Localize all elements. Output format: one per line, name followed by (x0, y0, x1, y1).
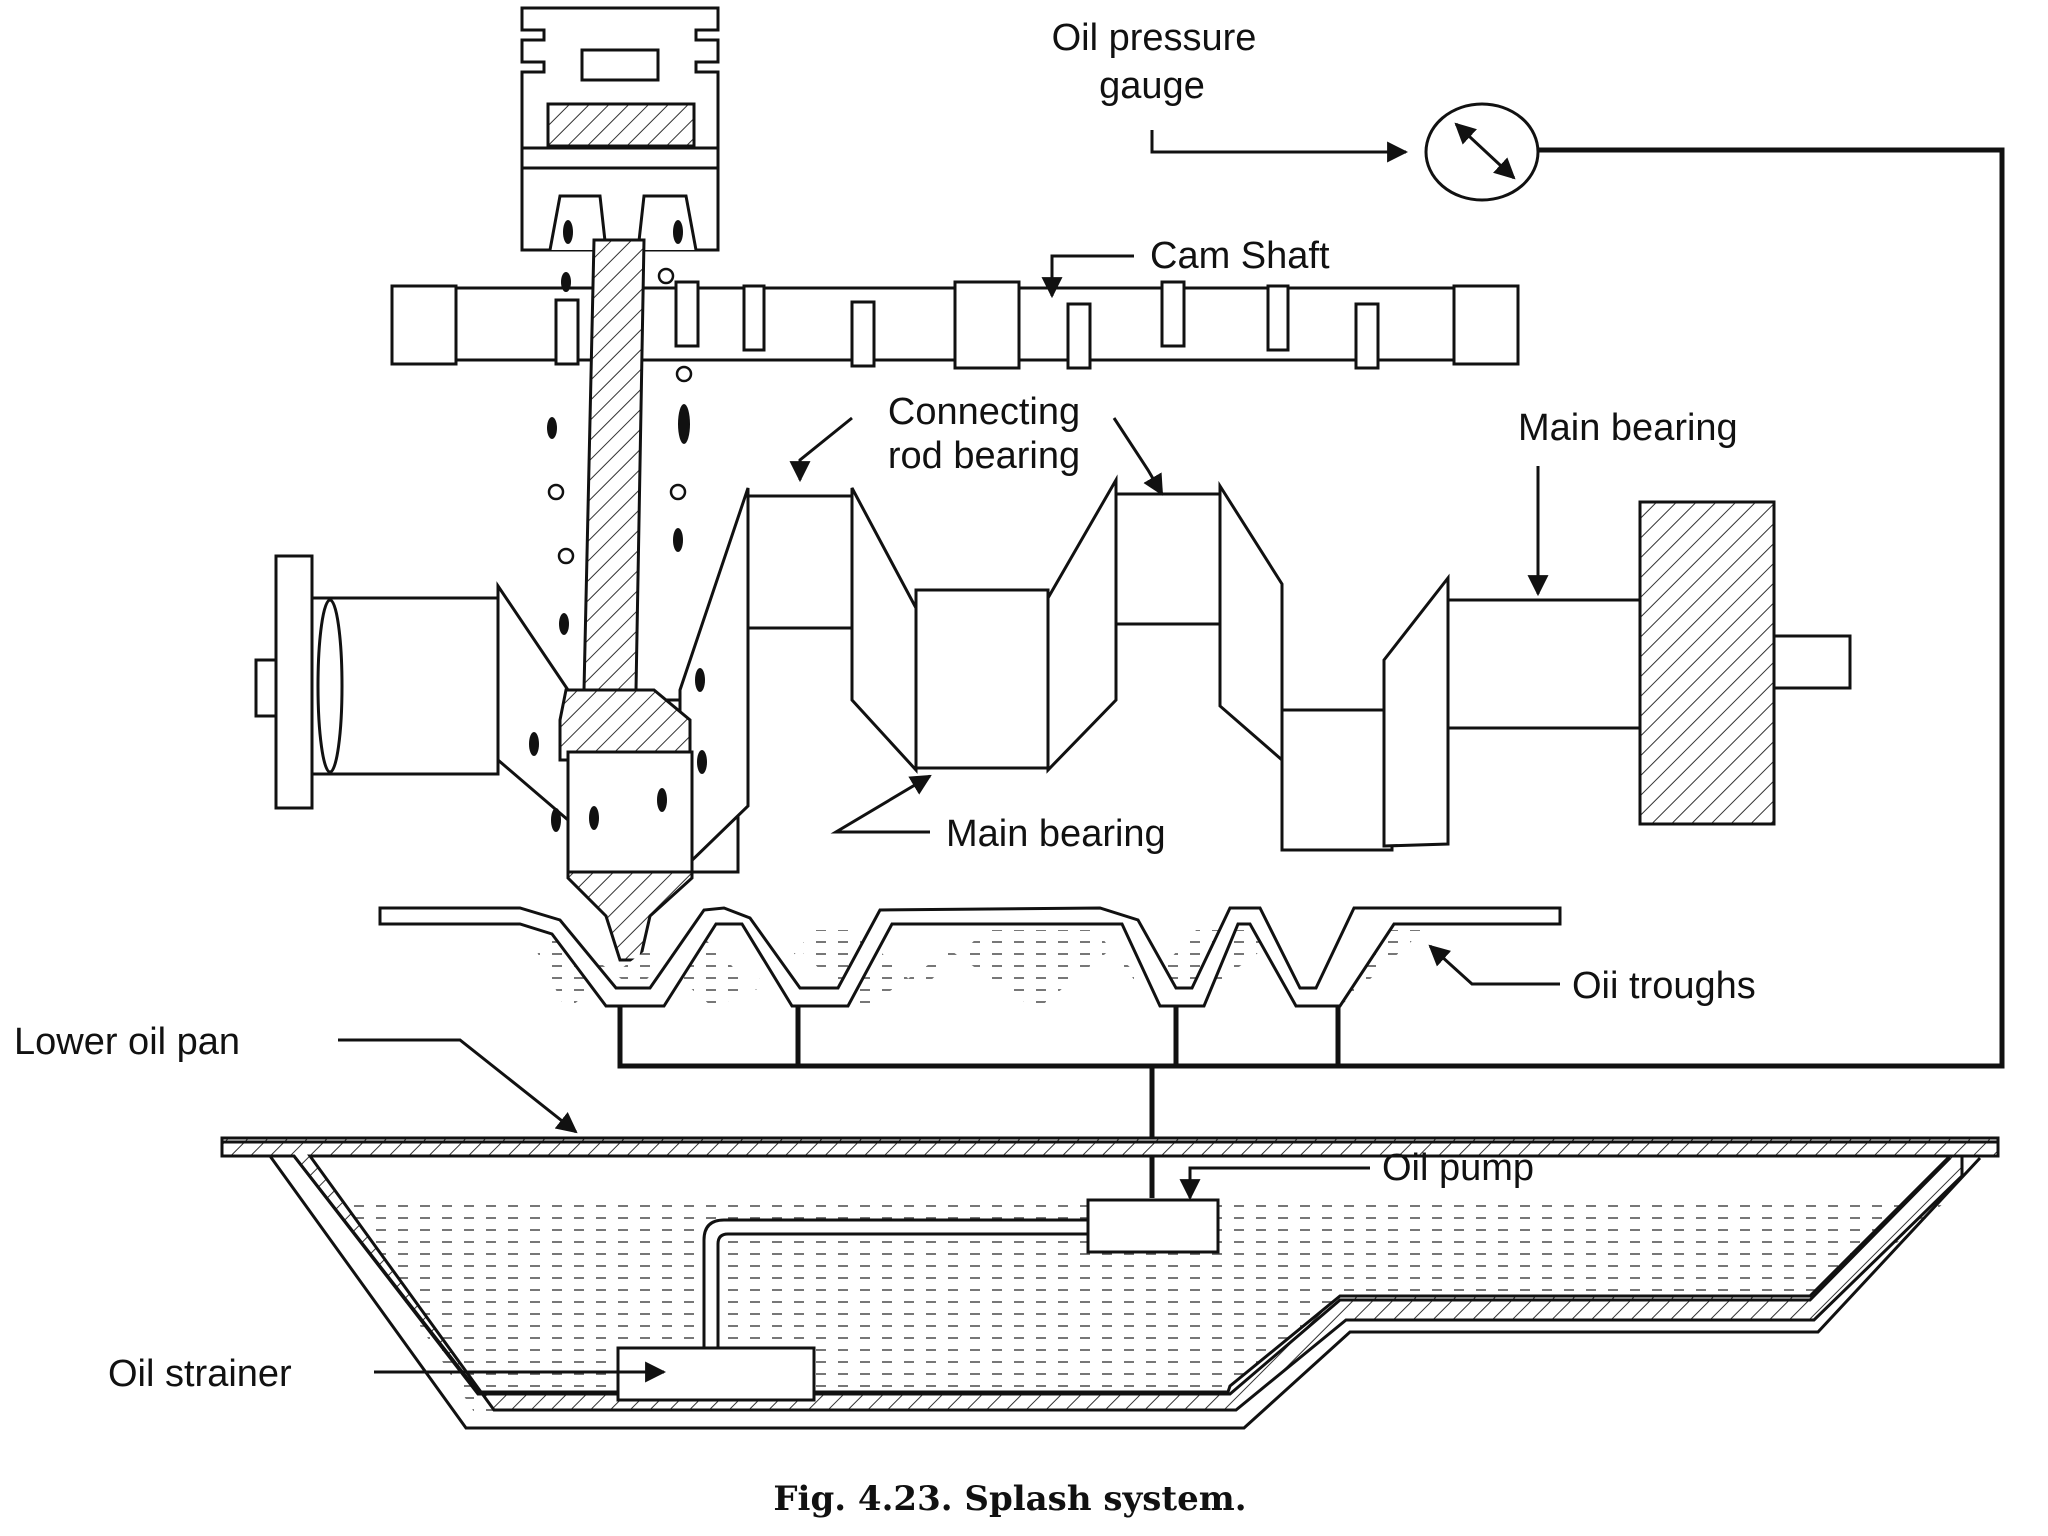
lower-oil-pan (220, 1136, 2000, 1430)
oil-pressure-gauge (1424, 102, 1540, 202)
label-oil-pressure-gauge-line2: gauge (1099, 65, 1205, 107)
label-oil-troughs: Oii troughs (1572, 965, 1756, 1007)
connecting-rod (558, 238, 694, 962)
camshaft (390, 280, 1520, 370)
figure-caption: Fig. 4.23. Splash system. (773, 1479, 1246, 1519)
label-connecting-rod-bearing-line1: Connecting (888, 391, 1080, 433)
label-main-bearing-bottom: Main bearing (946, 813, 1166, 855)
pickup-pipe (702, 1218, 1090, 1352)
label-lower-oil-pan: Lower oil pan (14, 1021, 240, 1063)
piston (520, 6, 720, 252)
oil-pump (1086, 1198, 1220, 1254)
label-oil-pressure-gauge-line1: Oil pressure (1052, 17, 1257, 59)
label-cam-shaft: Cam Shaft (1150, 235, 1330, 277)
labels: Oil pressure gauge Cam Shaft Connecting … (14, 17, 1756, 1395)
oil-delivery-pipes (617, 147, 2005, 1198)
oil-strainer (616, 1346, 816, 1402)
label-connecting-rod-bearing-line2: rod bearing (888, 435, 1080, 477)
leader-lines (338, 130, 1560, 1383)
label-main-bearing-top: Main bearing (1518, 407, 1738, 449)
label-oil-pump: Oil pump (1382, 1147, 1534, 1189)
oil-splash-droplets (529, 220, 707, 832)
oil-troughs (378, 906, 1562, 1010)
label-oil-strainer: Oil strainer (108, 1353, 292, 1395)
